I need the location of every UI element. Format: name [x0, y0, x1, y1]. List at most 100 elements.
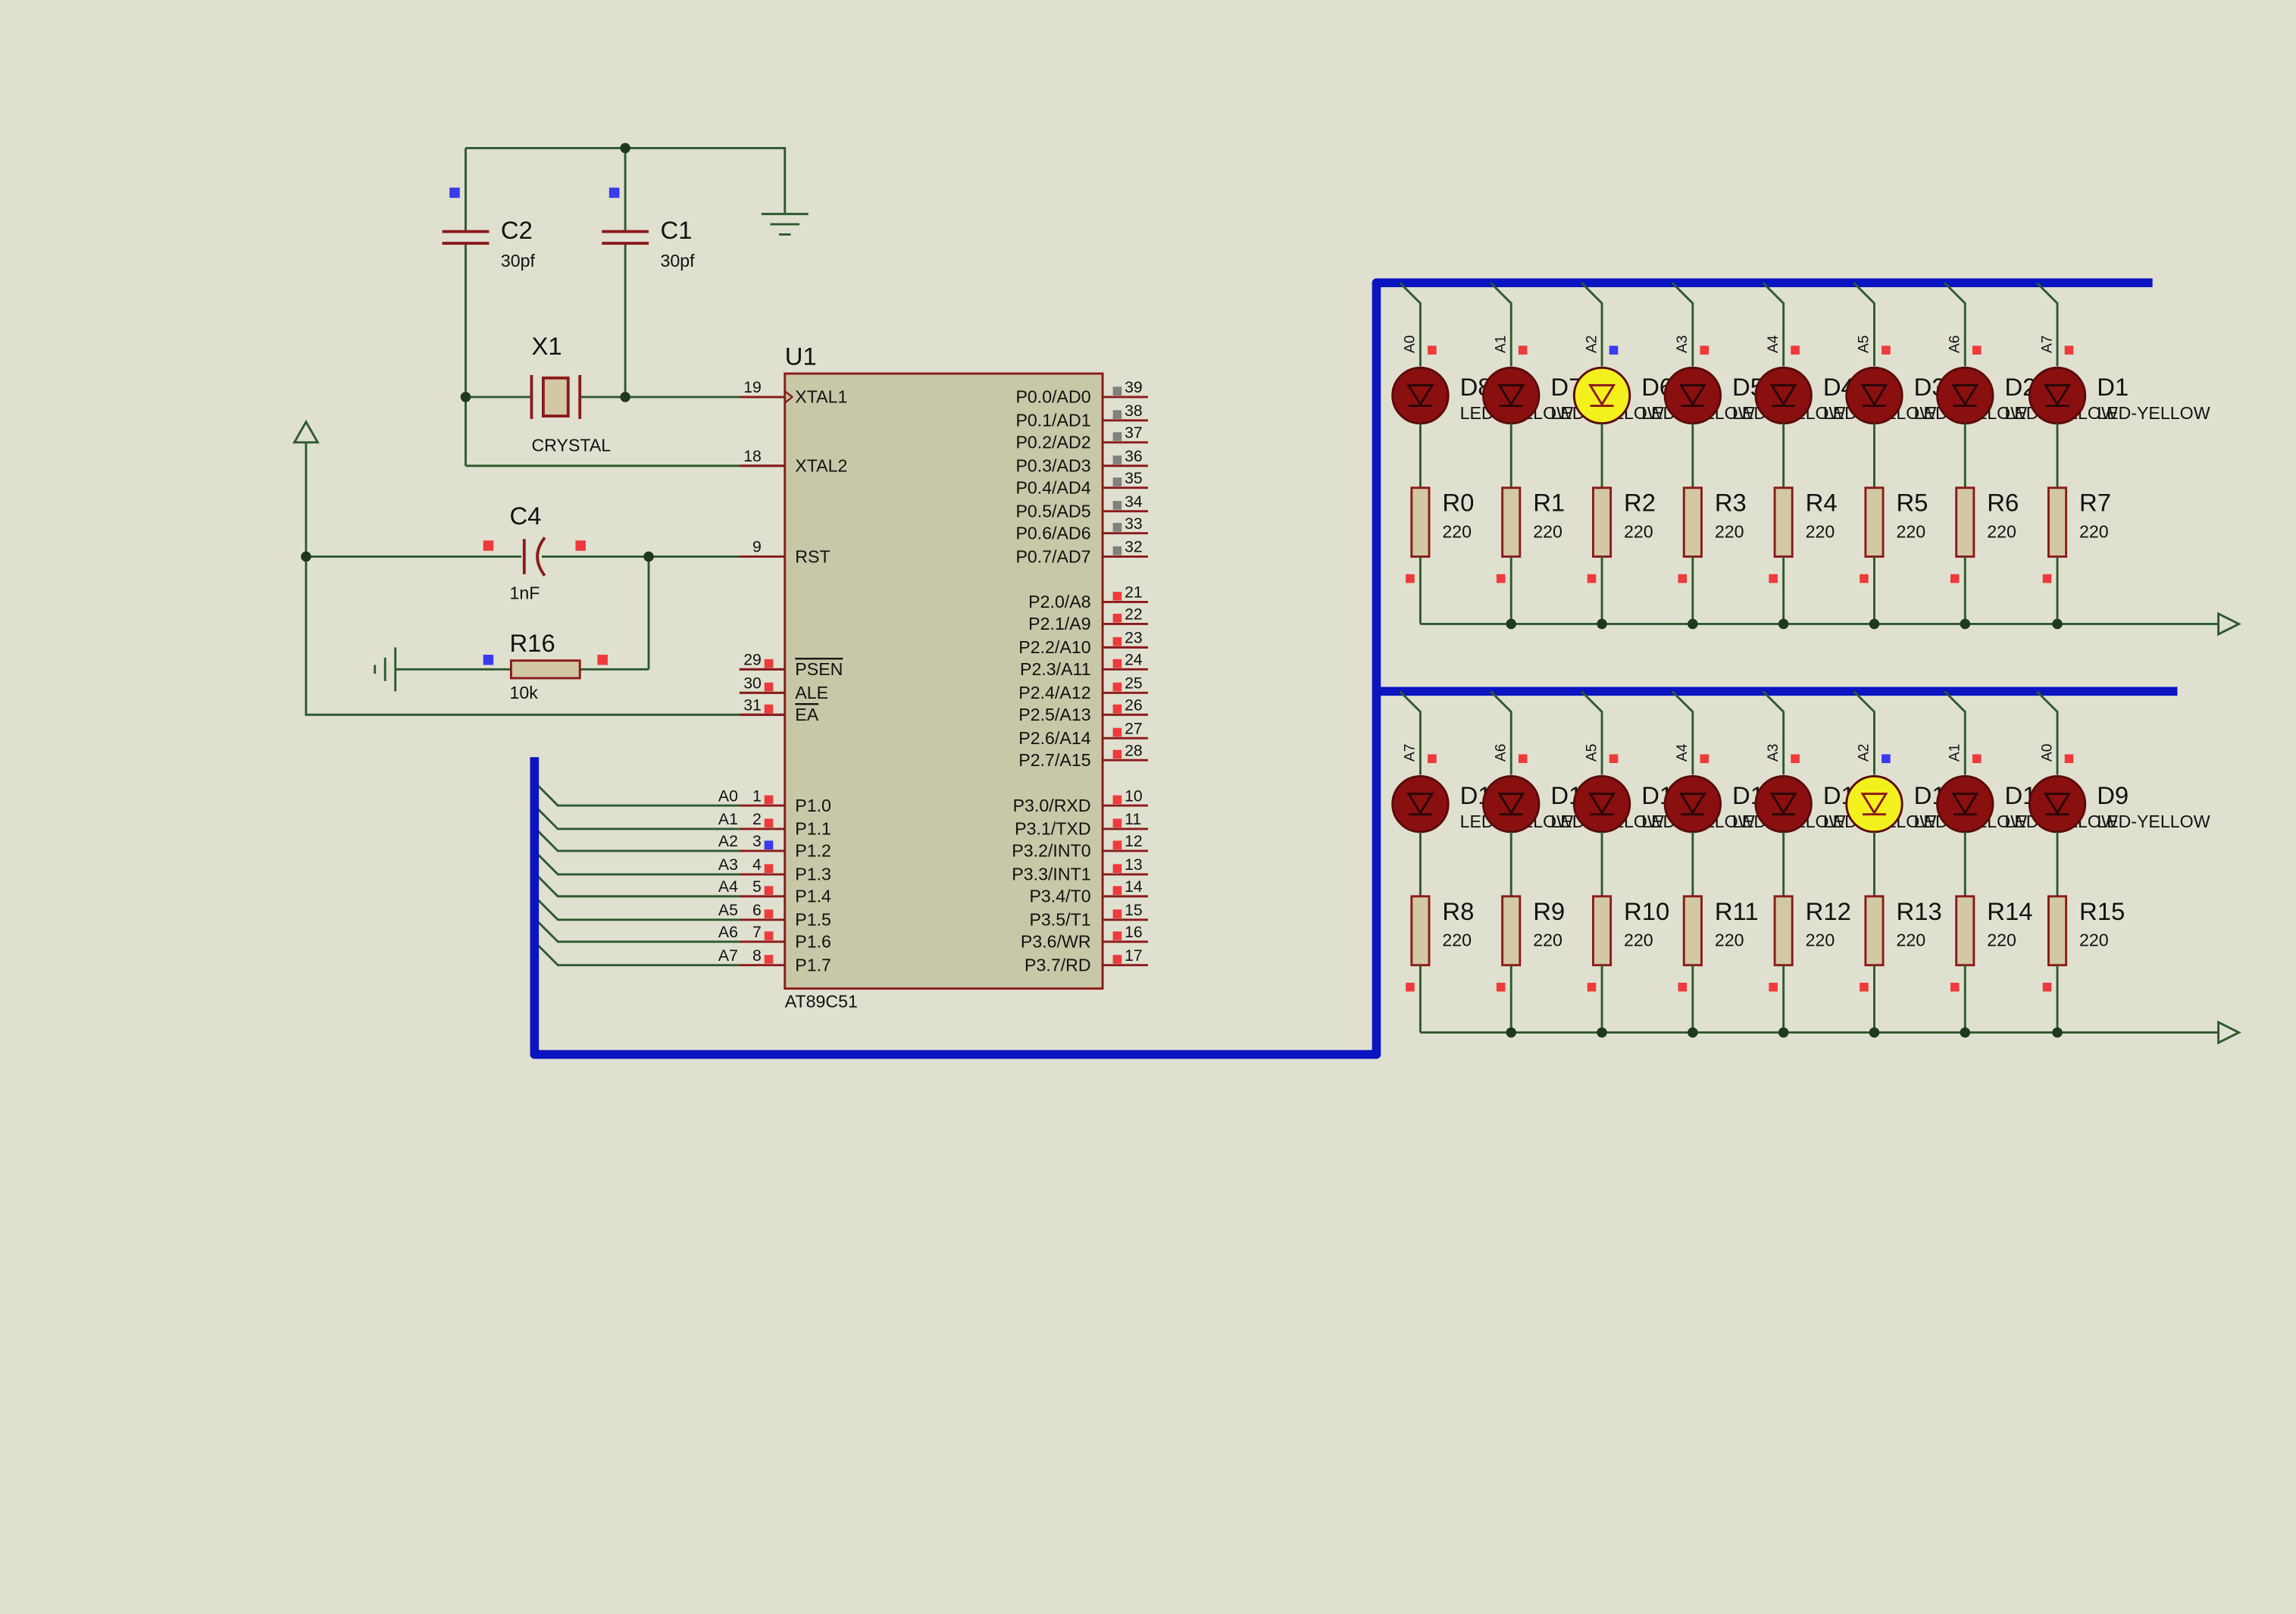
mcu-pin-name: P3.2/INT0	[1012, 841, 1090, 861]
led-d11[interactable]	[1845, 774, 1903, 834]
resistor-r2[interactable]	[1591, 486, 1613, 558]
pin-marker	[2042, 982, 2052, 992]
led-d10[interactable]	[1936, 774, 1994, 834]
resistor-r0[interactable]	[1410, 486, 1431, 558]
led-net-label: A4	[1675, 743, 1691, 762]
led-d9[interactable]	[2028, 774, 2087, 834]
mcu-pin-name: P0.3/AD3	[1015, 455, 1090, 475]
led-d14[interactable]	[1572, 774, 1631, 834]
resistor-r5[interactable]	[1864, 486, 1885, 558]
led-d4[interactable]	[1754, 366, 1813, 425]
pin-marker	[1609, 346, 1619, 355]
resistor-r9[interactable]	[1501, 895, 1522, 967]
mcu-pin-number: 33	[1125, 515, 1143, 533]
pin-marker	[1950, 574, 1960, 583]
resistor-value: 220	[1987, 521, 2016, 541]
pin-marker	[1860, 982, 1869, 992]
resistor-r1[interactable]	[1501, 486, 1522, 558]
led-net-label: A3	[1675, 335, 1691, 353]
junction-dot	[1688, 618, 1698, 630]
mcu-pin-name: P2.3/A11	[1020, 659, 1091, 679]
diode-symbol-icon	[1497, 384, 1525, 407]
pin-marker	[1587, 982, 1597, 992]
pin-marker	[764, 931, 774, 940]
led-ref: D1	[2097, 373, 2129, 401]
led-bus-wire	[1944, 690, 1966, 775]
resistor-r16[interactable]	[509, 659, 581, 680]
mcu-pin-number: 38	[1125, 402, 1143, 420]
capacitor-c2[interactable]	[442, 230, 490, 245]
junctions-static	[301, 142, 654, 562]
capacitor-c4[interactable]	[522, 536, 546, 577]
pin-marker	[1112, 658, 1122, 668]
resistor-ref: R14	[1987, 897, 2032, 925]
pin-marker	[1791, 754, 1800, 764]
resistor-r8[interactable]	[1410, 895, 1431, 967]
led-net-label: A7	[1403, 743, 1419, 762]
bus-entry-wire	[533, 895, 740, 921]
mcu-pin-number: 1	[752, 787, 762, 805]
led-d1[interactable]	[2028, 366, 2087, 425]
net-label: A2	[718, 832, 738, 850]
pin-marker	[764, 909, 774, 918]
led-d6[interactable]	[1572, 366, 1631, 425]
clock-pin-marker	[784, 390, 794, 404]
pin-marker	[1112, 410, 1122, 419]
pin-markers-passives	[449, 187, 620, 665]
bus-entry-wire	[533, 805, 740, 830]
resistor-r14[interactable]	[1955, 895, 1975, 967]
led-d13[interactable]	[1663, 774, 1722, 834]
mcu-pin-number: 10	[1125, 787, 1143, 805]
mcu-body[interactable]	[784, 372, 1104, 990]
resistor-r12[interactable]	[1773, 895, 1794, 967]
mcu-pin-name: P0.1/AD1	[1015, 411, 1090, 430]
mcu-pin-name: P2.5/A13	[1018, 705, 1090, 724]
led-d16[interactable]	[1391, 774, 1450, 834]
resistor-value: 220	[1896, 931, 1925, 950]
mcu-pin-number: 25	[1125, 674, 1143, 692]
led-d12[interactable]	[1754, 774, 1813, 834]
net-label: A0	[718, 787, 738, 805]
pin-marker	[1700, 346, 1709, 355]
resistor-value: 220	[1442, 521, 1472, 541]
resistor-value: 220	[1624, 931, 1653, 950]
mcu-pin-number: 16	[1125, 923, 1143, 941]
led-bus-wire	[1399, 690, 1422, 775]
led-d2[interactable]	[1936, 366, 1994, 425]
led-bus-wire	[1762, 282, 1785, 367]
junction-dot	[2052, 1027, 2063, 1038]
pin-marker	[1406, 982, 1415, 992]
net-label: A4	[718, 877, 738, 896]
resistor-r3[interactable]	[1682, 486, 1703, 558]
mcu-pin-number: 29	[743, 651, 762, 669]
resistor-r10[interactable]	[1591, 895, 1613, 967]
mcu-pin-name: PSEN	[795, 659, 843, 679]
led-d5[interactable]	[1663, 366, 1722, 425]
crystal-x1[interactable]	[530, 374, 582, 419]
mcu-pin-number: 39	[1125, 378, 1143, 396]
resistor-r4[interactable]	[1773, 486, 1794, 558]
resistor-r11[interactable]	[1682, 895, 1703, 967]
diode-symbol-icon	[1860, 793, 1888, 815]
resistor-value: 220	[1533, 521, 1562, 541]
bus-entry-wire	[533, 849, 740, 876]
resistor-r6[interactable]	[1955, 486, 1975, 558]
led-type: LED-YELLOW	[2097, 812, 2210, 831]
net-label: A5	[718, 901, 738, 919]
capacitor-c1[interactable]	[602, 230, 649, 245]
led-d3[interactable]	[1845, 366, 1903, 425]
resistor-r15[interactable]	[2047, 895, 2068, 967]
resistor-value: 220	[1442, 931, 1472, 950]
led-d15[interactable]	[1482, 774, 1541, 834]
diode-symbol-icon	[1678, 384, 1706, 407]
resistor-value: 220	[1896, 521, 1925, 541]
resistor-r13[interactable]	[1864, 895, 1885, 967]
diode-symbol-icon	[1497, 793, 1525, 815]
led-d7[interactable]	[1482, 366, 1541, 425]
mcu-pin-number: 19	[743, 378, 762, 396]
resistor-r7[interactable]	[2047, 486, 2068, 558]
pin-marker	[764, 864, 774, 873]
mcu-pin-name: P1.4	[795, 887, 831, 906]
led-net-label: A5	[1584, 743, 1600, 762]
led-d8[interactable]	[1391, 366, 1450, 425]
